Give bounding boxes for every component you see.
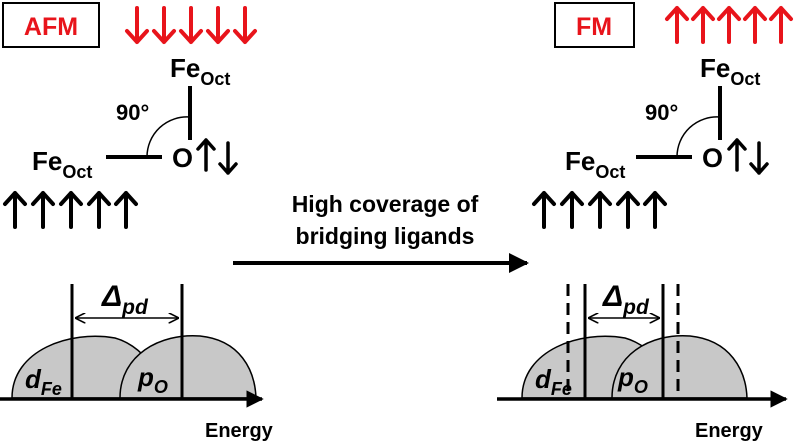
afm-left-spins-up: [3, 191, 138, 229]
afm-top-spins-down: [125, 6, 257, 44]
afm-angle-label: 90°: [116, 100, 149, 125]
fm-oxygen-label: O: [702, 143, 723, 173]
fm-top-spins-up: [665, 6, 793, 44]
afm-label-box: [2, 2, 100, 48]
fm-angle-arc: [676, 116, 721, 158]
fm-delta-label: Δpd: [602, 280, 650, 319]
transition: High coverage of bridging ligands: [233, 191, 529, 273]
afm-panel: AFM FeOct 90° O FeOct: [0, 2, 274, 442]
fm-label: FM: [576, 13, 612, 41]
afm-label: AFM: [24, 13, 78, 41]
afm-energy-label: Energy: [205, 420, 274, 442]
afm-oxygen-label: O: [172, 143, 193, 173]
afm-delta-label: Δpd: [101, 280, 149, 319]
afm-p-band: [119, 335, 257, 399]
afm-fe-left-label: FeOct: [32, 146, 92, 182]
fm-panel: FM FeOct 90° O FeOct: [497, 2, 793, 442]
fm-d-band-label: dFe: [535, 364, 572, 399]
fm-p-band-label: pO: [617, 362, 648, 397]
transition-text-line1: High coverage of: [292, 191, 479, 217]
fm-fe-left-label: FeOct: [565, 146, 625, 182]
afm-d-band-label: dFe: [25, 364, 62, 399]
afm-angle-arc: [146, 116, 191, 158]
fm-left-spins-up: [532, 191, 667, 229]
fm-angle-label: 90°: [645, 100, 678, 125]
afm-fe-top-label: FeOct: [170, 53, 230, 89]
fm-energy-label: Energy: [695, 420, 764, 442]
afm-oxygen-spin-pair: [196, 138, 238, 175]
fm-label-box: [554, 2, 635, 48]
fm-fe-top-label: FeOct: [700, 53, 760, 89]
transition-text-line2: bridging ligands: [296, 223, 475, 249]
fm-oxygen-spin-pair: [727, 138, 769, 175]
afm-p-band-label: pO: [137, 362, 168, 397]
